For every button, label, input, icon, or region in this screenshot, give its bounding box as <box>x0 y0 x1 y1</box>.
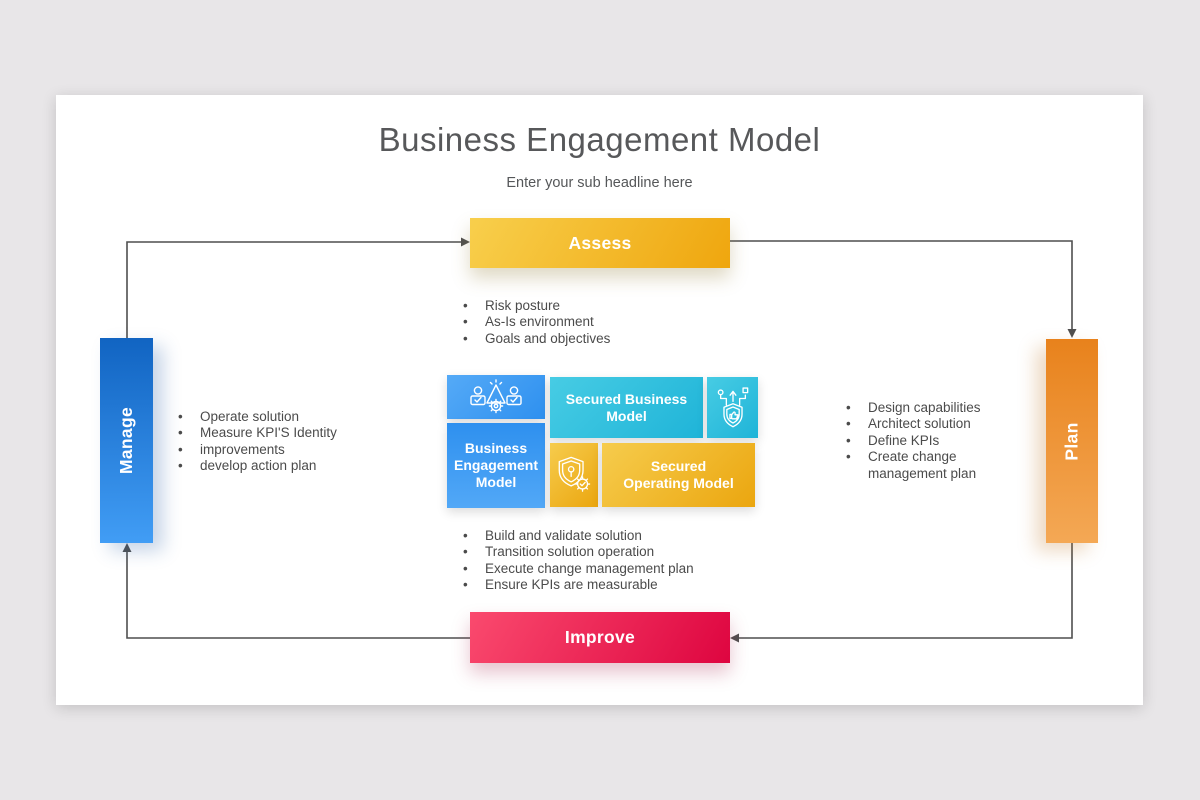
list-item: improvements <box>175 442 355 459</box>
page-subtitle: Enter your sub headline here <box>506 175 693 191</box>
list-item: Design capabilities <box>843 400 983 417</box>
secured-business-model-box: Secured Business Model <box>550 377 703 438</box>
list-item: Architect solution <box>843 416 983 433</box>
shield-lock-gear-icon <box>558 456 591 492</box>
plan-bullet-list: Design capabilities Architect solution D… <box>843 400 983 482</box>
secured-operating-model-label: Secured Operating Model <box>623 458 734 491</box>
list-item: Measure KPI'S Identity <box>175 425 355 442</box>
stage-bar-assess: Assess <box>470 218 730 268</box>
secured-operating-model-box: Secured Operating Model <box>602 443 755 507</box>
list-item: Build and validate solution <box>460 528 710 545</box>
manage-bullet-list: Operate solution Measure KPI'S Identity … <box>175 409 355 475</box>
stage-bar-improve: Improve <box>470 612 730 663</box>
business-engagement-model-label: Business Engagement Model <box>453 440 538 490</box>
stage-label-assess: Assess <box>568 232 632 253</box>
stage-bar-plan: Plan <box>1046 339 1098 543</box>
stage-label-manage: Manage <box>116 407 136 474</box>
team-gear-icon <box>470 379 522 414</box>
list-item: Transition solution operation <box>460 544 710 561</box>
shield-network-icon <box>717 386 748 427</box>
team-gear-icon-box <box>447 375 545 419</box>
shield-lock-gear-icon-box <box>550 443 598 507</box>
page-title: Business Engagement Model <box>378 121 821 158</box>
stage-bar-manage: Manage <box>100 338 153 543</box>
list-item: Define KPIs <box>843 433 983 450</box>
improve-bullet-list: Build and validate solution Transition s… <box>460 528 710 594</box>
list-item: Execute change management plan <box>460 561 710 578</box>
shield-network-icon-box <box>707 377 758 438</box>
list-item: develop action plan <box>175 458 355 475</box>
business-engagement-model-box: Business Engagement Model <box>447 423 545 508</box>
list-item: Create change management plan <box>843 449 983 482</box>
list-item: As-Is environment <box>460 314 670 331</box>
assess-bullet-list: Risk posture As-Is environment Goals and… <box>460 298 670 348</box>
list-item: Ensure KPIs are measurable <box>460 577 710 594</box>
list-item: Goals and objectives <box>460 331 670 348</box>
list-item: Risk posture <box>460 298 670 315</box>
secured-business-model-label: Secured Business Model <box>565 390 688 424</box>
list-item: Operate solution <box>175 409 355 426</box>
stage-label-plan: Plan <box>1061 421 1082 461</box>
stage-label-improve: Improve <box>564 627 636 647</box>
